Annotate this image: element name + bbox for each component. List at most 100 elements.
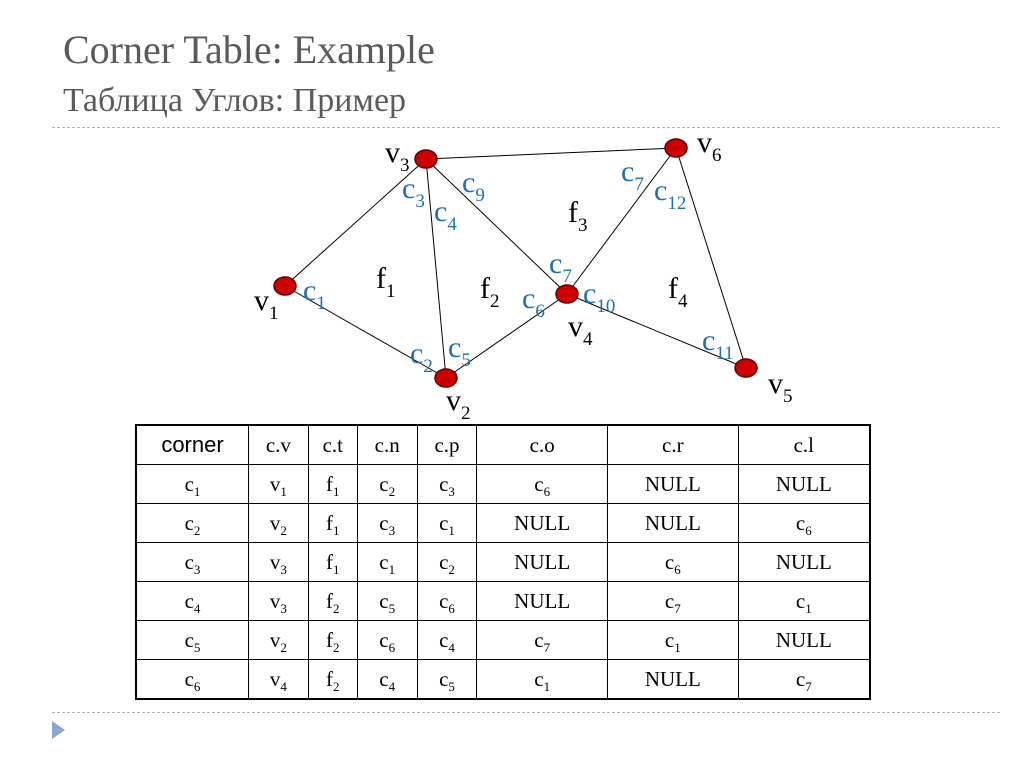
corner-label-c11: c11 xyxy=(702,324,734,364)
table-cell: c1 xyxy=(476,659,608,700)
table-cell: c6 xyxy=(737,503,871,543)
table-cell: c6 xyxy=(607,542,739,582)
table-cell: c4 xyxy=(135,581,249,621)
table-cell: c6 xyxy=(476,464,608,504)
corner-label-c7-f4: c7 xyxy=(549,247,572,287)
face-label-f2: f2 xyxy=(480,272,500,312)
vertex-label-v3: v3 xyxy=(385,136,410,176)
table-cell: f1 xyxy=(307,464,358,504)
column-header-c-r: c.r xyxy=(607,424,739,465)
vertex-v3-dot xyxy=(414,149,438,169)
table-cell: c1 xyxy=(135,464,249,504)
vertex-label-v4: v4 xyxy=(568,310,593,350)
table-cell: NULL xyxy=(607,503,739,543)
table-cell: v2 xyxy=(248,620,309,660)
table-cell: c1 xyxy=(356,542,418,582)
table-cell: c5 xyxy=(135,620,249,660)
table-cell: v1 xyxy=(248,464,309,504)
edge-v3-v6 xyxy=(425,147,677,160)
column-header-corner: corner xyxy=(135,424,249,465)
face-label-f3: f3 xyxy=(568,196,588,236)
corner-label-c12: c12 xyxy=(654,174,686,214)
table-cell: f2 xyxy=(307,659,358,700)
vertex-v5-dot xyxy=(734,358,758,378)
table-cell: c1 xyxy=(416,503,478,543)
table-cell: c3 xyxy=(416,464,478,504)
vertex-label-v5: v5 xyxy=(768,367,793,407)
table-cell: v3 xyxy=(248,542,309,582)
corner-label-c9: c9 xyxy=(462,166,485,206)
table-cell: c4 xyxy=(356,659,418,700)
table-cell: c1 xyxy=(607,620,739,660)
page-title: Corner Table: Example xyxy=(63,27,435,72)
table-cell: c6 xyxy=(135,659,249,700)
table-cell: f2 xyxy=(307,581,358,621)
table-cell: NULL xyxy=(476,503,608,543)
edge-v1-v2 xyxy=(284,285,447,379)
corner-label-c3: c3 xyxy=(402,172,425,212)
table-cell: c2 xyxy=(416,542,478,582)
table-cell: c6 xyxy=(416,581,478,621)
table-cell: c7 xyxy=(476,620,608,660)
table-cell: c4 xyxy=(416,620,478,660)
corner-label-c5: c5 xyxy=(448,331,471,371)
column-header-c-o: c.o xyxy=(476,424,608,465)
face-label-f1: f1 xyxy=(376,262,396,302)
table-cell: c5 xyxy=(416,659,478,700)
vertex-v2-dot xyxy=(434,368,458,388)
table-cell: c1 xyxy=(737,581,871,621)
vertex-v6-dot xyxy=(664,138,688,158)
table-cell: c3 xyxy=(135,542,249,582)
vertex-label-v6: v6 xyxy=(697,126,722,166)
page-subtitle: Таблица Углов: Пример xyxy=(63,82,407,119)
table-cell: c2 xyxy=(135,503,249,543)
corner-label-c4: c4 xyxy=(434,195,457,235)
corner-label-c2: c2 xyxy=(410,337,433,377)
table-cell: NULL xyxy=(607,464,739,504)
edge-v4-v5 xyxy=(566,293,747,369)
vertices-layer xyxy=(273,138,758,388)
table-cell: NULL xyxy=(737,542,871,582)
divider-bottom xyxy=(52,712,1000,713)
edge-v3-v2 xyxy=(425,158,447,379)
corner-label-c7-f3: c7 xyxy=(621,155,644,195)
table-cell: c7 xyxy=(737,659,871,700)
corner-label-c1: c1 xyxy=(303,274,326,314)
vertex-label-v1: v1 xyxy=(254,284,279,324)
table-cell: f1 xyxy=(307,542,358,582)
corner-label-c6: c6 xyxy=(522,282,545,322)
column-header-c-t: c.t xyxy=(307,424,358,465)
column-header-c-v: c.v xyxy=(248,424,309,465)
edge-v3-v4 xyxy=(425,158,568,295)
table-cell: f1 xyxy=(307,503,358,543)
table-cell: NULL xyxy=(737,464,871,504)
face-label-f4: f4 xyxy=(668,272,688,312)
edge-v1-v3 xyxy=(284,158,427,287)
table-cell: c6 xyxy=(356,620,418,660)
edges-layer xyxy=(284,147,747,379)
table-cell: v4 xyxy=(248,659,309,700)
table-cell: c5 xyxy=(356,581,418,621)
vertex-label-v2: v2 xyxy=(446,384,471,424)
table-cell: NULL xyxy=(476,581,608,621)
vertex-v1-dot xyxy=(273,276,297,296)
table-cell: c3 xyxy=(356,503,418,543)
table-cell: c7 xyxy=(607,581,739,621)
column-header-c-l: c.l xyxy=(737,424,871,465)
edge-v4-v6 xyxy=(566,147,677,295)
table-cell: f2 xyxy=(307,620,358,660)
edge-v2-v4 xyxy=(445,293,568,379)
edge-v6-v5 xyxy=(675,147,747,369)
table-cell: v3 xyxy=(248,581,309,621)
corner-label-c10: c10 xyxy=(583,277,615,317)
